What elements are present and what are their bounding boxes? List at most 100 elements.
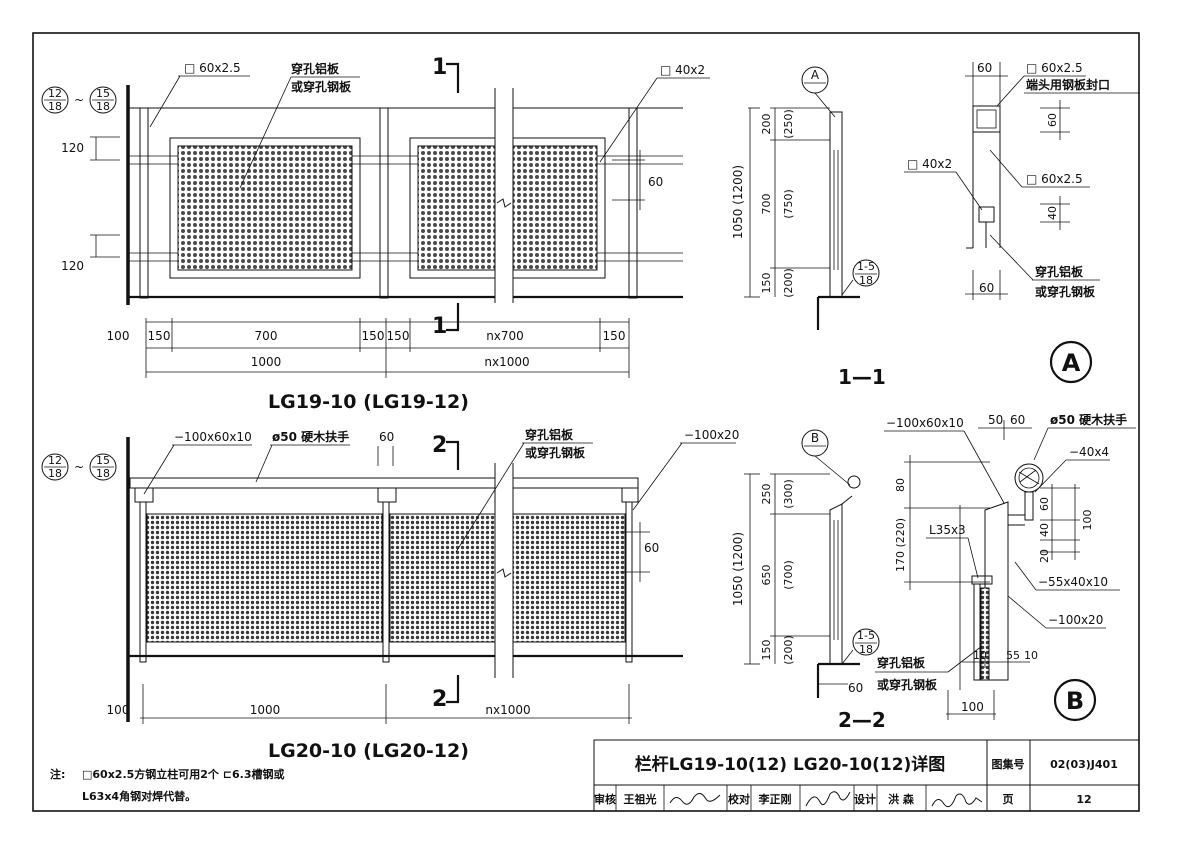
svg-text:端头用钢板封口: 端头用钢板封口	[1026, 77, 1110, 92]
elevation-lg20: 12 18 ~ 15 18 2 2 −100x60x10	[41, 427, 739, 762]
svg-text:(750): (750)	[782, 189, 795, 219]
svg-text:(250): (250)	[782, 109, 795, 139]
svg-text:60: 60	[644, 541, 659, 555]
svg-text:60: 60	[848, 681, 863, 695]
svg-text:15: 15	[96, 87, 110, 100]
svg-text:(200): (200)	[782, 635, 795, 665]
svg-text:80: 80	[894, 478, 907, 492]
drawing-note: 注: □60x2.5方钢立柱可用2个 ⊏6.3槽钢或 L63x4角钢对焊代替。	[50, 767, 284, 803]
svg-text:−100x20: −100x20	[684, 428, 739, 442]
handrail-profile	[847, 475, 861, 489]
svg-text:或穿孔钢板: 或穿孔钢板	[1035, 284, 1096, 299]
detail-label-circle	[1053, 678, 1097, 722]
detail-label-circle	[1049, 340, 1093, 384]
svg-text:~: ~	[74, 93, 84, 107]
svg-text:或穿孔钢板: 或穿孔钢板	[877, 677, 938, 692]
detail-callout: A	[801, 66, 836, 118]
svg-text:穿孔铝板: 穿孔铝板	[525, 427, 574, 442]
svg-text:150: 150	[603, 329, 626, 343]
svg-text:12: 12	[48, 87, 62, 100]
svg-text:□ 60x2.5: □ 60x2.5	[184, 61, 241, 75]
svg-text:B: B	[1066, 687, 1084, 715]
svg-text:(200): (200)	[782, 268, 795, 298]
svg-text:200: 200	[760, 114, 773, 135]
svg-text:穿孔铝板: 穿孔铝板	[877, 655, 926, 670]
svg-text:150: 150	[387, 329, 410, 343]
reviewer-signature	[669, 793, 721, 805]
svg-text:120: 120	[61, 259, 84, 273]
perforated-panel	[177, 145, 353, 271]
elevation-lg19: 12 18 ~ 15 18 1 1	[41, 55, 710, 413]
svg-text:650: 650	[760, 565, 773, 586]
checker-signature	[805, 791, 851, 807]
svg-text:−100x60x10: −100x60x10	[174, 430, 252, 444]
designer-signature	[931, 793, 983, 808]
svg-text:−40x4: −40x4	[1069, 445, 1109, 459]
svg-text:L63x4角钢对焊代替。: L63x4角钢对焊代替。	[82, 789, 196, 803]
svg-text:18: 18	[48, 100, 62, 113]
elevation-title: LG19-10 (LG19-12)	[268, 391, 469, 413]
svg-text:1050 (1200): 1050 (1200)	[731, 532, 745, 606]
svg-text:−55x40x10: −55x40x10	[1038, 575, 1108, 589]
svg-text:□60x2.5方钢立柱可用2个 ⊏6.3槽钢或: □60x2.5方钢立柱可用2个 ⊏6.3槽钢或	[82, 767, 284, 781]
svg-text:A: A	[1062, 349, 1081, 377]
svg-text:校对: 校对	[728, 792, 750, 806]
svg-text:700: 700	[760, 194, 773, 215]
elevation-title: LG20-10 (LG20-12)	[268, 740, 469, 762]
svg-text:王祖光: 王祖光	[624, 792, 657, 806]
svg-text:nx1000: nx1000	[484, 355, 529, 369]
svg-text:60: 60	[379, 430, 394, 444]
svg-text:穿孔铝板: 穿孔铝板	[291, 61, 340, 76]
svg-text:(700): (700)	[782, 560, 795, 590]
svg-text:或穿孔钢板: 或穿孔钢板	[291, 79, 352, 94]
svg-text:60: 60	[648, 175, 663, 189]
perforated-panel	[146, 513, 383, 643]
svg-text:10: 10	[1024, 649, 1038, 662]
svg-text:1: 1	[432, 55, 447, 80]
svg-text:150: 150	[148, 329, 171, 343]
svg-text:60: 60	[1046, 113, 1059, 127]
svg-text:55: 55	[1006, 649, 1020, 662]
svg-text:12: 12	[48, 454, 62, 467]
svg-text:12: 12	[1076, 793, 1091, 806]
detail-a: 60 □ 60x2.5 端头用钢板封口 60 □ 60x2.5 40 □ 40x…	[904, 61, 1140, 384]
svg-text:ø50 硬木扶手: ø50 硬木扶手	[1050, 412, 1127, 427]
svg-text:A: A	[811, 68, 820, 82]
svg-text:100: 100	[107, 329, 130, 343]
svg-text:栏杆LG19-10(12) LG20-10(12)详图: 栏杆LG19-10(12) LG20-10(12)详图	[635, 754, 946, 775]
svg-text:□ 60x2.5: □ 60x2.5	[1026, 61, 1083, 75]
svg-text:150: 150	[760, 640, 773, 661]
svg-text:1050 (1200): 1050 (1200)	[731, 165, 745, 239]
svg-text:−100x60x10: −100x60x10	[886, 416, 964, 430]
detail-callout: B	[801, 429, 851, 486]
svg-text:−100x20: −100x20	[1048, 613, 1103, 627]
svg-text:2: 2	[432, 687, 447, 712]
svg-text:2: 2	[432, 433, 447, 458]
section-2-2: B 1050 (1200) 250 (300) 650 (700) 150 (2…	[731, 429, 886, 732]
svg-text:170 (220): 170 (220)	[894, 518, 907, 572]
svg-text:60: 60	[979, 281, 994, 295]
svg-text:20: 20	[1038, 549, 1051, 563]
svg-text:李正刚: 李正刚	[758, 792, 792, 806]
svg-text:(300): (300)	[782, 479, 795, 509]
svg-text:图集号: 图集号	[992, 757, 1025, 771]
svg-text:120: 120	[61, 141, 84, 155]
svg-text:B: B	[811, 431, 819, 445]
svg-text:□ 60x2.5: □ 60x2.5	[1026, 172, 1083, 186]
reference-bubble: 12 18 ~ 15 18	[41, 86, 117, 114]
svg-text:150: 150	[362, 329, 385, 343]
svg-text:50: 50	[988, 413, 1003, 427]
svg-text:穿孔铝板: 穿孔铝板	[1035, 264, 1084, 279]
svg-text:02(03)J401: 02(03)J401	[1050, 758, 1118, 771]
svg-text:L35x3: L35x3	[929, 523, 966, 537]
svg-text:60: 60	[977, 61, 992, 75]
svg-text:10: 10	[973, 649, 987, 662]
svg-text:18: 18	[96, 100, 110, 113]
svg-text:~: ~	[74, 460, 84, 474]
svg-text:40: 40	[1038, 523, 1051, 537]
svg-text:洪 森: 洪 森	[888, 792, 915, 806]
svg-text:nx1000: nx1000	[485, 703, 530, 717]
svg-text:40: 40	[1046, 206, 1059, 220]
svg-text:150: 150	[760, 273, 773, 294]
